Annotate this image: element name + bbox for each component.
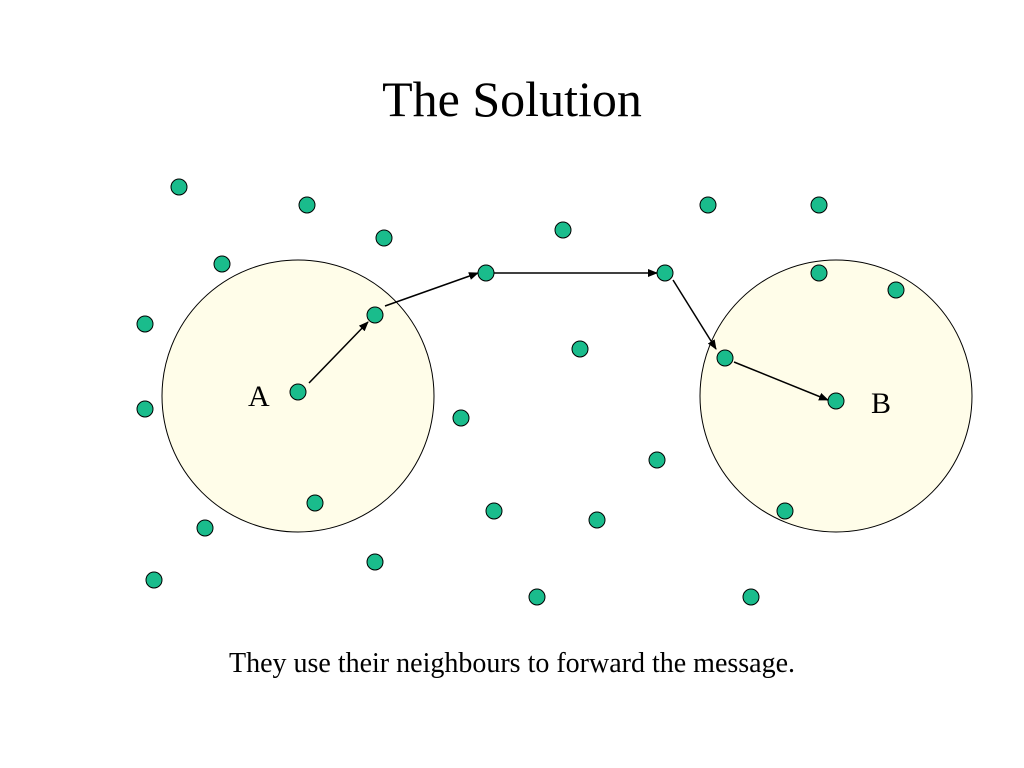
node [588, 511, 606, 529]
slide-caption: They use their neighbours to forward the… [228, 648, 796, 679]
node [648, 451, 666, 469]
node [528, 588, 546, 606]
node [485, 502, 503, 520]
node [699, 196, 717, 214]
node [196, 519, 214, 537]
node [213, 255, 231, 273]
hop-arrow-4 [672, 279, 717, 350]
node [366, 553, 384, 571]
node [452, 409, 470, 427]
node-relay [716, 349, 734, 367]
node [306, 494, 324, 512]
hop-arrow-2 [384, 272, 479, 307]
node [136, 400, 154, 418]
hop-arrow-1 [308, 321, 369, 384]
slide-title: The Solution [382, 71, 642, 127]
node [170, 178, 188, 196]
node-relay [477, 264, 495, 282]
node-relay [366, 306, 384, 324]
label-source: A [248, 380, 270, 413]
node [810, 196, 828, 214]
label-destination: B [871, 387, 891, 420]
hop-arrow-5 [733, 361, 829, 401]
node [375, 229, 393, 247]
node [810, 264, 828, 282]
node-relay [656, 264, 674, 282]
node [887, 281, 905, 299]
node [776, 502, 794, 520]
node [571, 340, 589, 358]
node-destination [827, 392, 845, 410]
node [742, 588, 760, 606]
node-source [289, 383, 307, 401]
node [298, 196, 316, 214]
node [554, 221, 572, 239]
nodes [136, 178, 905, 606]
node [136, 315, 154, 333]
node [145, 571, 163, 589]
